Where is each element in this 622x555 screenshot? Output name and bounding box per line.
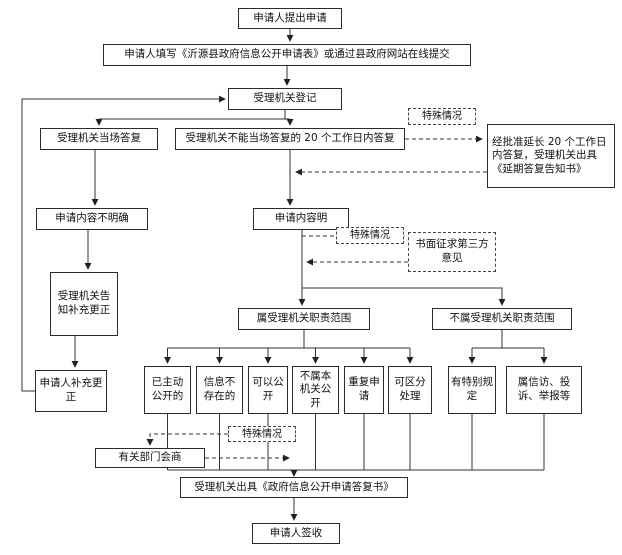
node-special-case-middle: 特殊情况 (336, 227, 404, 244)
node-within-duty-scope: 属受理机关职责范围 (238, 308, 370, 330)
node-department-consultation: 有关部门会商 (95, 448, 205, 468)
node-outside-duty-scope: 不属受理机关职责范围 (432, 308, 572, 330)
node-can-disclose: 可以公开 (248, 366, 288, 414)
node-extension-notice: 经批准延长 20 个工作日内答复，受理机关出具《延期答复告知书》 (487, 124, 615, 188)
node-content-clear: 申请内容明 (253, 208, 349, 230)
node-content-unclear: 申请内容不明确 (36, 208, 148, 230)
node-authority-registration: 受理机关登记 (228, 88, 342, 110)
node-petition-complaint: 属信访、投诉、举报等 (506, 366, 582, 414)
node-info-not-exist: 信息不存在的 (196, 366, 243, 414)
node-third-party-opinion: 书面征求第三方意见 (408, 232, 496, 272)
node-separable-handling: 可区分处理 (388, 366, 432, 414)
node-reply-within-20-days: 受理机关不能当场答复的 20 个工作日内答复 (175, 128, 405, 150)
node-special-provisions: 有特别规定 (448, 366, 496, 414)
node-special-case-bottom: 特殊情况 (228, 426, 296, 442)
node-not-this-authority: 不属本机关公开 (292, 366, 339, 414)
node-already-published: 已主动公开的 (144, 366, 191, 414)
node-repeated-application: 重复申请 (344, 366, 384, 414)
node-special-case-top: 特殊情况 (408, 108, 476, 125)
node-applicant-sign: 申请人签收 (252, 523, 340, 544)
node-fill-application-form: 申请人填写《沂源县政府信息公开申请表》或通过县政府网站在线提交 (103, 44, 471, 66)
node-issue-reply-letter: 受理机关出具《政府信息公开申请答复书》 (180, 477, 408, 498)
node-applicant-supplement: 申请人补充更正 (35, 370, 107, 412)
node-onspot-reply: 受理机关当场答复 (40, 128, 158, 150)
node-applicant-submit: 申请人提出申请 (238, 8, 342, 29)
node-notify-supplement: 受理机关告知补充更正 (50, 272, 118, 336)
